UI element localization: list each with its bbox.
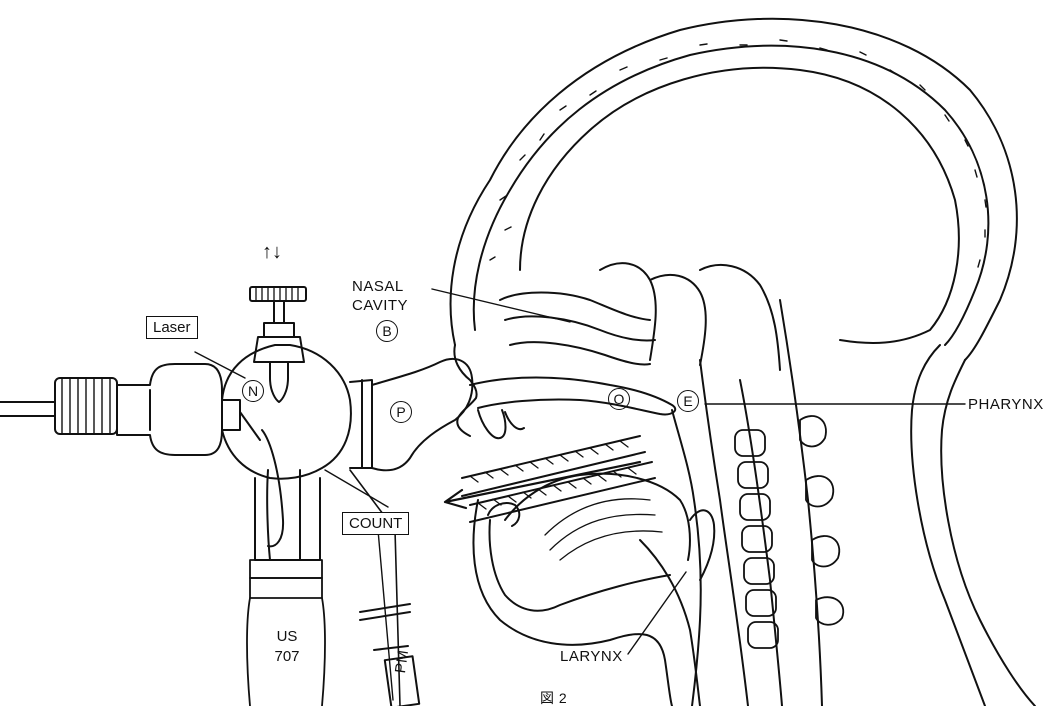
pharynx-posterior-wall: [700, 360, 748, 706]
bone-texture: [490, 40, 986, 267]
laser-housing: [117, 364, 222, 455]
adjust-arrows: ↑↓: [262, 244, 282, 261]
nasal-cavity-label-line2: CAVITY: [352, 297, 408, 314]
figure-caption: 図 2: [540, 690, 567, 707]
marker-p: P: [390, 401, 412, 423]
sphere-body: [222, 345, 351, 479]
pm-label: PM: [392, 649, 412, 675]
skull-inner-outline: [474, 46, 989, 345]
us707-label-line1: US: [262, 628, 312, 645]
pharynx-anterior-wall: [672, 410, 701, 706]
lower-jaw: [490, 520, 670, 611]
upper-teeth: [478, 410, 524, 438]
spinal-canal-back: [780, 300, 822, 706]
marker-b: B: [376, 320, 398, 342]
tongue: [505, 474, 690, 560]
brain-outline: [520, 68, 959, 343]
funnel: [372, 359, 472, 470]
hard-palate: [470, 378, 675, 415]
marker-e: E: [677, 390, 699, 412]
spinal-canal-front: [740, 380, 782, 706]
pharynx-label: PHARYNX: [968, 396, 1044, 413]
spinous-processes: [800, 416, 843, 625]
laser-label: Laser: [146, 316, 198, 339]
vertebrae: [735, 430, 778, 648]
larynx-structure: [640, 540, 700, 706]
marker-n: N: [242, 380, 264, 402]
us707-label-line2: 707: [262, 648, 312, 665]
epiglottis: [690, 510, 714, 580]
bottom-tube: [255, 478, 320, 560]
signal-arrow: [445, 462, 640, 508]
marker-o: O: [608, 388, 630, 410]
larynx-label: LARYNX: [560, 648, 623, 665]
tongue-fibers: [545, 499, 662, 560]
brainstem: [700, 265, 780, 370]
nasal-turbinates: [500, 293, 655, 365]
sinus-structure: [600, 263, 706, 365]
count-label: COUNT: [342, 512, 409, 535]
nasal-cavity-label-line1: NASAL: [352, 278, 404, 295]
